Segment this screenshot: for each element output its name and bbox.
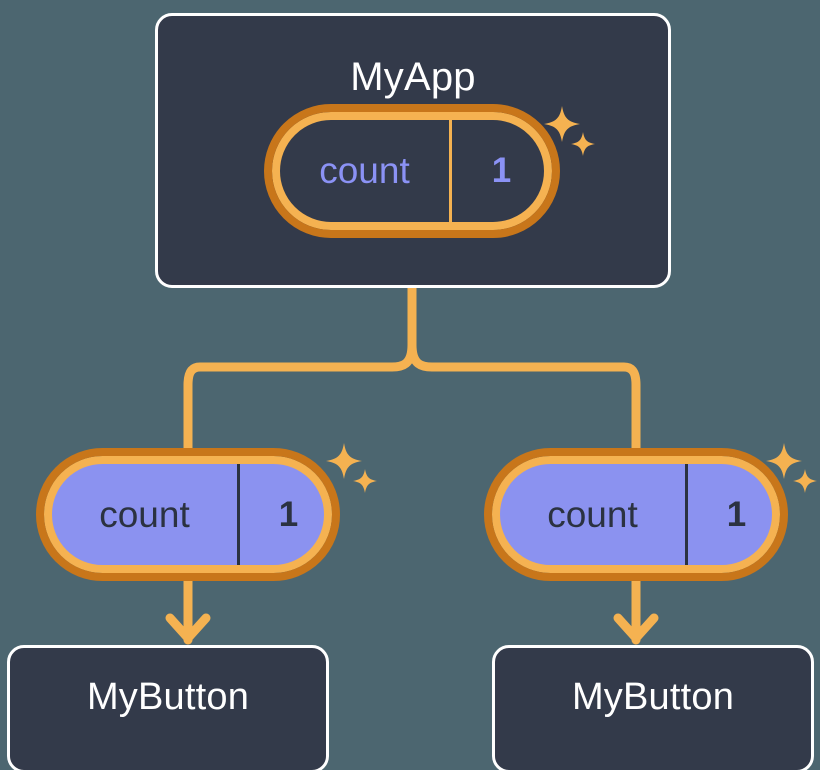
state-key-right: count	[500, 464, 688, 565]
mybutton-left-title: MyButton	[86, 676, 250, 718]
state-key-left: count	[52, 464, 240, 565]
connector-branch-right	[407, 340, 641, 465]
arrow-head-left	[165, 613, 211, 643]
state-value-left: 1	[278, 494, 299, 534]
state-key-myapp: count	[280, 120, 452, 222]
connector-branch-left	[183, 340, 417, 465]
mybutton-right-title: MyButton	[571, 676, 735, 718]
state-pill-left[interactable]: count 1	[36, 448, 340, 581]
state-pill-myapp[interactable]: count 1	[264, 104, 560, 238]
mybutton-left-component-box[interactable]: MyButton	[7, 645, 329, 770]
state-pill-right[interactable]: count 1	[484, 448, 788, 581]
state-value-right: 1	[726, 494, 747, 534]
state-value-myapp: 1	[491, 151, 512, 190]
myapp-title: MyApp	[350, 55, 476, 99]
arrow-head-right	[613, 613, 659, 643]
mybutton-right-component-box[interactable]: MyButton	[492, 645, 814, 770]
